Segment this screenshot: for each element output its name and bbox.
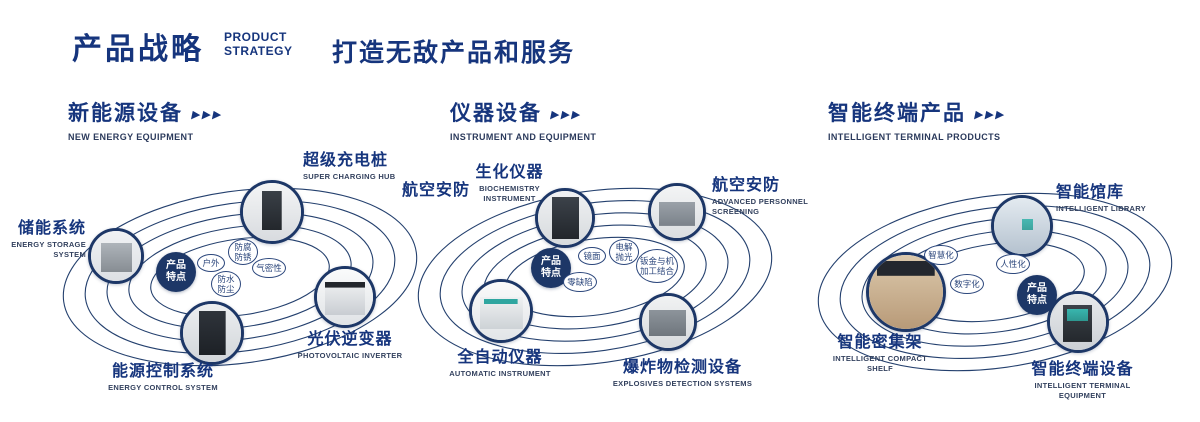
feature-tag: 人性化 <box>996 254 1030 274</box>
feature-tag: 气密性 <box>252 258 286 278</box>
section-title-en: NEW ENERGY EQUIPMENT <box>68 132 194 142</box>
label-super-charging-hub: 超级充电桩 SUPER CHARGING HUB <box>303 152 396 182</box>
page-subtitle: PRODUCT STRATEGY <box>224 30 293 59</box>
section-title-en: INTELLIGENT TERMINAL PRODUCTS <box>828 132 1001 142</box>
label-intelligent-compact-shelf: 智能密集架 INTELLIGENT COMPACT SHELF <box>832 334 928 374</box>
section-title: 仪器设备 <box>450 102 542 125</box>
feature-tag: 镜面 <box>578 247 606 265</box>
personnel-screening-photo <box>651 186 703 238</box>
feature-tag: 钣金与机加工结合 <box>636 249 678 283</box>
label-explosives-detection: 爆炸物检测设备 EXPLOSIVES DETECTION SYSTEMS <box>612 359 753 389</box>
node-explosives-detection <box>639 293 697 351</box>
feature-tag: 数字化 <box>950 274 984 294</box>
subtitle-line-1: PRODUCT <box>224 30 287 44</box>
label-advanced-personnel-screening: 航空安防 ADVANCED PERSONNEL SCREENING <box>712 177 808 217</box>
section-title-en: INSTRUMENT AND EQUIPMENT <box>450 132 597 142</box>
label-photovoltaic-inverter: 光伏逆变器 PHOTOVOLTAIC INVERTER <box>297 331 403 361</box>
page-title: 产品战略 <box>72 33 204 66</box>
node-biochemistry-instrument <box>535 188 595 248</box>
energy-storage-photo <box>91 231 141 281</box>
section-head-instruments: 仪器设备 ▶▶▶ INSTRUMENT AND EQUIPMENT <box>450 97 596 142</box>
node-photovoltaic-inverter <box>314 266 376 328</box>
feature-tag: 防水防尘 <box>211 271 241 297</box>
product-features-badge: 产品特点 <box>1017 275 1057 315</box>
label-intelligent-terminal-equipment: 智能终端设备 INTELLIGENT TERMINAL EQUIPMENT <box>1031 361 1134 401</box>
label-biochemistry-instrument: 生化仪器 BIOCHEMISTRY INSTRUMENT <box>475 164 544 204</box>
terminal-equipment-photo <box>1050 294 1106 350</box>
product-features-badge: 产品特点 <box>156 252 196 292</box>
node-super-charging-hub <box>240 180 304 244</box>
biochemistry-instrument-photo <box>538 191 592 245</box>
section-title: 智能终端产品 <box>828 102 966 125</box>
node-intelligent-library <box>991 195 1053 257</box>
label-energy-storage-system: 储能系统 ENERGY STORAGE SYSTEM <box>11 220 86 260</box>
node-advanced-personnel-screening <box>648 183 706 241</box>
label-aviation-security-extra: 航空安防 <box>402 182 471 199</box>
explosives-detection-photo <box>642 296 694 348</box>
energy-control-photo <box>183 304 241 362</box>
label-intelligent-library: 智能馆库 INTELLIGENT LIBRARY <box>1056 184 1147 214</box>
node-intelligent-compact-shelf <box>866 252 946 332</box>
automatic-instrument-photo <box>472 282 530 340</box>
feature-tag: 防腐防锈 <box>228 239 258 265</box>
tagline: 打造无敌产品和服务 <box>332 39 576 67</box>
triple-arrow-icon: ▶▶▶ <box>973 109 1008 121</box>
compact-shelf-photo <box>869 255 943 329</box>
super-charging-hub-photo <box>243 183 301 241</box>
section-title: 新能源设备 <box>68 102 183 125</box>
section-head-intelligent-terminal: 智能终端产品 ▶▶▶ INTELLIGENT TERMINAL PRODUCTS <box>828 97 1008 142</box>
node-automatic-instrument <box>469 279 533 343</box>
intelligent-library-photo <box>994 198 1050 254</box>
feature-tag: 户外 <box>197 254 225 272</box>
node-energy-control-system <box>180 301 244 365</box>
subtitle-line-2: STRATEGY <box>224 43 293 58</box>
triple-arrow-icon: ▶▶▶ <box>549 109 584 121</box>
label-energy-control-system: 能源控制系统 ENERGY CONTROL SYSTEM <box>108 363 218 393</box>
triple-arrow-icon: ▶▶▶ <box>190 109 225 121</box>
node-energy-storage-system <box>88 228 144 284</box>
section-head-new-energy: 新能源设备 ▶▶▶ NEW ENERGY EQUIPMENT <box>68 97 225 142</box>
photovoltaic-inverter-photo <box>317 269 373 325</box>
node-intelligent-terminal-equipment <box>1047 291 1109 353</box>
feature-tag: 零缺陷 <box>563 272 597 292</box>
feature-tag: 电解抛光 <box>609 239 639 265</box>
label-automatic-instrument: 全自动仪器 AUTOMATIC INSTRUMENT <box>449 349 551 379</box>
feature-tag: 智慧化 <box>924 245 958 265</box>
